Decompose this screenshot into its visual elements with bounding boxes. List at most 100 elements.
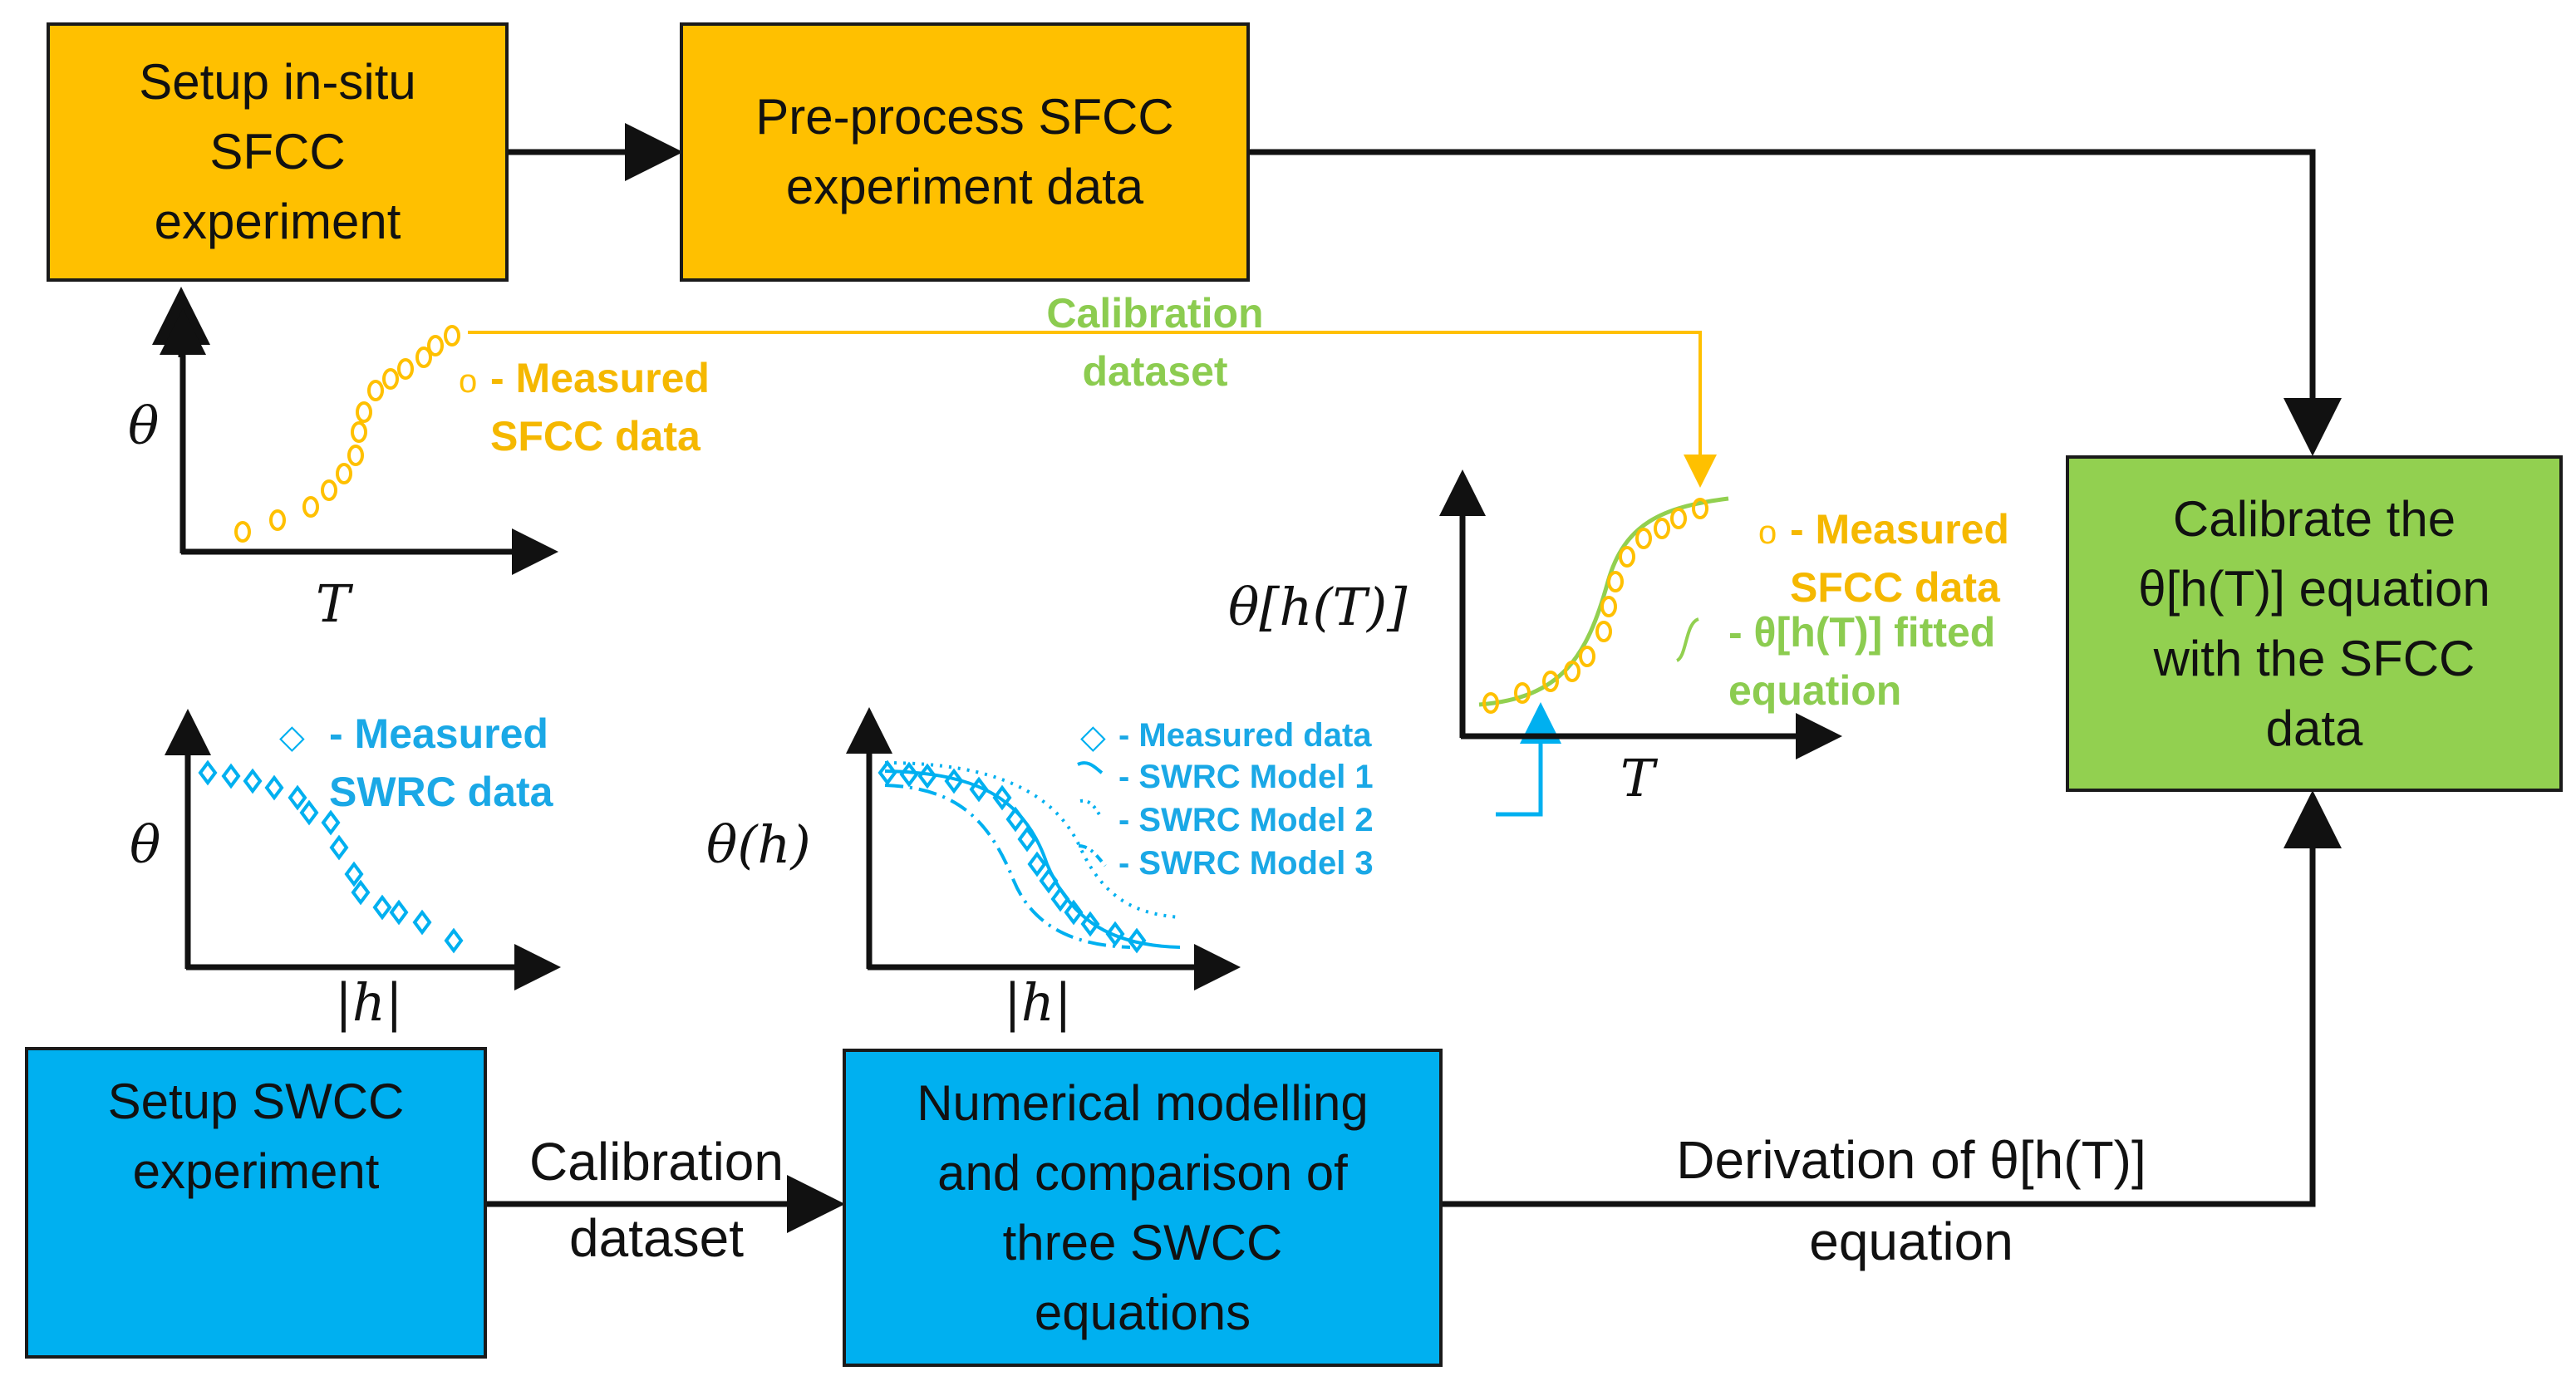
swrc-point <box>412 909 432 936</box>
sfcc-point <box>347 445 364 466</box>
swrc-point <box>299 799 319 826</box>
sfcc-point <box>382 368 399 390</box>
fitted-plot <box>1439 469 1842 759</box>
setup-swcc-label: Setup SWCC experiment <box>107 1074 405 1199</box>
sfcc-point <box>234 521 251 543</box>
models-y-axis-label: θ(h) <box>706 814 811 875</box>
sfcc-point <box>321 479 337 501</box>
numerical-modelling-label: Numerical modelling and comparison of th… <box>917 1074 1369 1340</box>
fitted-legend-marker: o <box>1758 514 1777 551</box>
fitted-point <box>1579 646 1595 667</box>
derivation-label: Derivation of θ[h(T)] <box>1676 1130 2146 1190</box>
sfcc-point <box>356 401 372 423</box>
models-point <box>1064 899 1084 926</box>
models-legend-measured: - Measured data <box>1118 717 1372 754</box>
calibration-dataset-bottom-label: Calibration dataset <box>529 1132 784 1268</box>
sfcc-point <box>336 463 352 484</box>
fitted-point <box>1607 571 1624 592</box>
swrc-plot <box>165 709 561 990</box>
swrc-measured-points <box>198 759 464 954</box>
fitted-legend-measured: - Measured SFCC data <box>1790 506 2009 611</box>
swrc-y-axis-label: θ <box>130 814 161 875</box>
setup-insitu-sfcc-label: Setup in-situ SFCC experiment <box>139 54 416 249</box>
swrc-point <box>221 763 241 789</box>
sfcc-point <box>397 358 414 380</box>
swrc-legend-marker: ◇ <box>279 719 305 755</box>
sfcc-point <box>351 421 367 443</box>
legend-model-3-glyph <box>1078 844 1107 867</box>
sfcc-legend-label: - Measured SFCC data <box>490 355 710 460</box>
sfcc-legend-marker: o <box>459 363 478 400</box>
swrc-point <box>321 809 341 836</box>
swrc-point <box>444 927 464 954</box>
fitted-point <box>1542 671 1559 692</box>
fitted-legend-equation: - θ[h(T)] fitted equation <box>1728 609 1996 714</box>
models-point <box>1080 911 1100 937</box>
models-measured-points <box>878 759 1147 954</box>
swrc-point <box>198 759 218 786</box>
models-point <box>1050 886 1070 912</box>
legend-fitted-glyph <box>1675 617 1699 662</box>
sfcc-point <box>444 325 460 346</box>
swrc-point <box>389 899 409 926</box>
fitted-point <box>1600 596 1617 617</box>
models-point <box>917 763 937 789</box>
models-point <box>1039 867 1059 894</box>
fitted-point <box>1654 518 1670 539</box>
fitted-point <box>1514 682 1531 704</box>
models-point <box>899 761 919 788</box>
sfcc-measured-points <box>234 325 460 543</box>
models-legend-model-3: - SWRC Model 3 <box>1118 845 1374 882</box>
sfcc-x-axis-label: T <box>316 573 351 634</box>
setup-insitu-sfcc-box[interactable]: Setup in-situ SFCC experiment <box>47 22 509 282</box>
calibration-dataset-top-label: Calibration dataset <box>1046 290 1264 395</box>
models-point <box>1017 826 1037 853</box>
fitted-y-axis-label: θ[h(T)] <box>1228 577 1408 637</box>
setup-swcc-box[interactable]: Setup SWCC experiment <box>25 1047 487 1359</box>
models-point <box>1127 927 1147 954</box>
preprocess-sfcc-box[interactable]: Pre-process SFCC experiment data <box>680 22 1250 282</box>
preprocess-sfcc-label: Pre-process SFCC experiment data <box>755 89 1174 214</box>
fitted-point <box>1692 498 1708 519</box>
sfcc-point <box>269 509 286 531</box>
swrc-point <box>329 834 349 861</box>
derivation-label-equation: equation <box>1809 1211 2013 1271</box>
fitted-point <box>1670 508 1687 529</box>
models-legend-marker: ◇ <box>1080 719 1106 755</box>
swrc-model-2-curve <box>884 761 1181 919</box>
models-point <box>1027 851 1047 877</box>
sfcc-point <box>302 496 319 518</box>
swrc-legend-label: - Measured SWRC data <box>329 710 553 815</box>
connector-model-to-fitted <box>1496 702 1561 817</box>
fitted-measured-points <box>1482 498 1708 714</box>
sfcc-point <box>427 335 444 356</box>
models-point <box>969 776 989 803</box>
legend-model-1-glyph <box>1077 761 1104 774</box>
swrc-x-axis-label: |h| <box>335 972 403 1033</box>
legend-model-2-glyph <box>1079 799 1102 818</box>
fitted-point <box>1482 692 1499 714</box>
fitted-x-axis-label: T <box>1620 748 1655 808</box>
sfcc-point <box>367 380 384 401</box>
sfcc-y-axis-label: θ <box>128 396 160 456</box>
fitted-point <box>1564 661 1581 682</box>
swrc-point <box>372 894 392 921</box>
fitted-point <box>1595 621 1612 642</box>
fitted-point <box>1635 528 1652 549</box>
swrc-point <box>243 768 263 794</box>
sfcc-plot <box>160 308 558 575</box>
models-point <box>1105 921 1125 947</box>
calibrate-equation-box[interactable]: Calibrate the θ[h(T)] equation with the … <box>2066 455 2563 792</box>
swrc-point <box>344 861 364 887</box>
swrc-point <box>288 784 307 811</box>
numerical-modelling-box[interactable]: Numerical modelling and comparison of th… <box>843 1049 1443 1367</box>
models-point <box>944 768 964 794</box>
models-legend-model-2: - SWRC Model 2 <box>1118 802 1374 838</box>
connector-sfcc-calibration <box>468 331 1717 488</box>
models-point <box>1005 806 1025 833</box>
models-point <box>992 784 1012 811</box>
models-x-axis-label: |h| <box>1004 972 1072 1033</box>
swrc-model-3-curve <box>884 784 1131 949</box>
swrc-point <box>351 879 371 906</box>
